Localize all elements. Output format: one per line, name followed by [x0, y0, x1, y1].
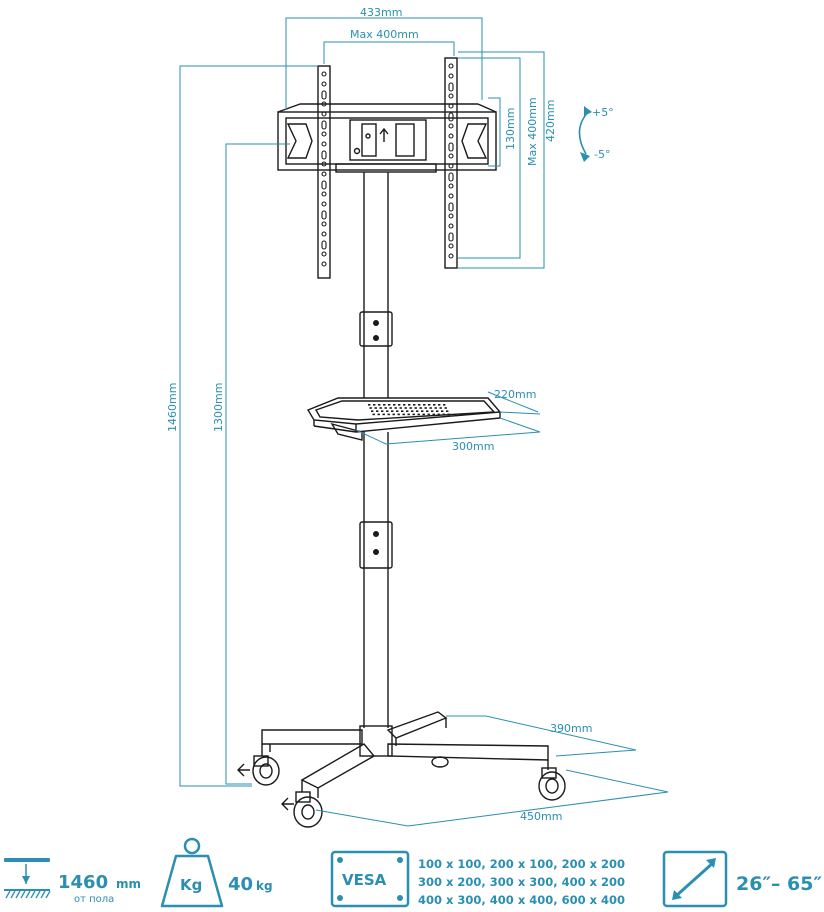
tilt-arrow-icon [578, 106, 592, 162]
vesa-row-1: 100 x 100, 200 x 100, 200 x 200 [418, 857, 625, 871]
label-total-height: 1460mm [166, 383, 179, 432]
spec-height-unit: mm [116, 877, 141, 891]
caster-front-right [538, 767, 566, 801]
caster-front-left [281, 791, 323, 828]
vesa-row-3: 400 x 300, 400 x 400, 600 x 400 [418, 893, 625, 907]
spec-bar: 1460 mm от пола Kg 40 kg VESA 100 x 100,… [4, 837, 822, 908]
label-mount-width: 433mm [360, 6, 402, 19]
bracket-plate [277, 103, 497, 173]
label-center-height: 1300mm [212, 383, 225, 432]
tv-stand-drawing [237, 57, 566, 828]
base-legs [261, 711, 549, 798]
label-shelf-width: 300mm [452, 440, 494, 453]
spec-height-note: от пола [74, 894, 114, 905]
dimension-lines [179, 17, 669, 827]
vesa-row-2: 300 x 200, 300 x 300, 400 x 200 [418, 875, 625, 889]
label-vesa-max-height: Max 400mm [526, 97, 539, 166]
vesa-icon: VESA [330, 850, 410, 908]
vesa-arm-left [317, 65, 331, 279]
floor-height-icon [4, 858, 51, 899]
weight-icon-label: Kg [180, 876, 202, 894]
screen-diagonal-icon [662, 850, 728, 908]
spec-weight-unit: kg [256, 879, 273, 893]
spec-height-value: 1460 [58, 872, 108, 893]
label-tilt-down: -5° [594, 148, 610, 161]
caster-back-left [237, 755, 280, 786]
weight-icon: Kg [160, 837, 224, 908]
label-base-width: 450mm [520, 810, 562, 823]
label-bracket-height: 130mm [504, 108, 517, 150]
label-base-depth: 390mm [550, 722, 592, 735]
spec-weight-value: 40 [228, 874, 253, 895]
vesa-arm-right [444, 57, 458, 269]
label-vesa-max-width: Max 400mm [350, 28, 419, 41]
lower-pole [359, 432, 393, 728]
shelf [306, 397, 502, 441]
vesa-icon-label: VESA [342, 871, 387, 889]
label-mount-height: 420mm [544, 100, 557, 142]
label-shelf-depth: 220mm [494, 388, 536, 401]
upper-pole [359, 172, 393, 398]
label-tilt-up: +5° [592, 106, 614, 119]
spec-screen-range: 26″– 65″ [736, 873, 822, 895]
